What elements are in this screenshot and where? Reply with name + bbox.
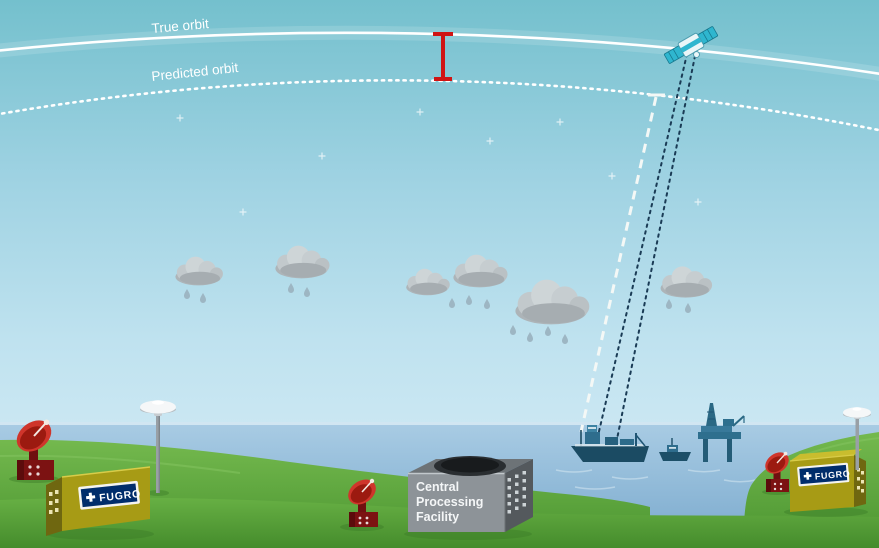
true-range-line-2: [615, 55, 696, 445]
true-range-lines: [596, 53, 696, 445]
cpf-label-line1: Central: [416, 480, 459, 494]
sky-sparkles: [176, 108, 702, 216]
building-windows: [49, 490, 59, 514]
sparkle-icon: [176, 114, 184, 122]
fugro-building-right: FUGRO: [789, 449, 866, 512]
horizon-line: [0, 422, 879, 425]
satellite-dish-center: [342, 473, 382, 527]
satellite-icon: [663, 26, 719, 64]
true-orbit-label: True orbit: [151, 16, 210, 36]
cpf-label-line2: Processing: [416, 495, 483, 509]
satellite-dish-left: [9, 412, 59, 480]
central-processing-facility-building: Central Processing Facility: [408, 456, 533, 532]
cpf-label-line3: Facility: [416, 510, 459, 524]
predicted-range-line: [579, 93, 665, 433]
satellite-dish-right: [760, 447, 794, 492]
sparkle-icon: [239, 208, 247, 216]
sparkle-icon: [416, 108, 424, 116]
fugro-logo-right-text: FUGRO: [814, 468, 850, 481]
cpf-front-face: [408, 473, 505, 532]
sparkle-icon: [486, 137, 494, 145]
gnss-antenna-right: [843, 407, 871, 470]
sparkle-icon: [318, 152, 326, 160]
fugro-building-left: FUGRO: [46, 466, 151, 536]
sparkle-icon: [556, 118, 564, 126]
fugro-logo-left-text: FUGRO: [99, 488, 142, 504]
oil-platform-icon: [698, 403, 745, 462]
survey-ship-icon: [571, 425, 649, 462]
sparkle-icon: [608, 172, 616, 180]
fugro-logo-right: FUGRO: [797, 462, 851, 487]
predicted-orbit-arc: [0, 79, 879, 132]
true-range-line-1: [596, 53, 688, 441]
gnss-antenna-left: [140, 400, 176, 493]
sparkle-icon: [694, 198, 702, 206]
supply-boat-icon: [659, 438, 691, 461]
fugro-logo-left: FUGRO: [78, 480, 142, 510]
orbit-error-bar-icon: [433, 32, 453, 81]
ocean-waves: [555, 469, 757, 490]
building-windows: [507, 471, 526, 514]
